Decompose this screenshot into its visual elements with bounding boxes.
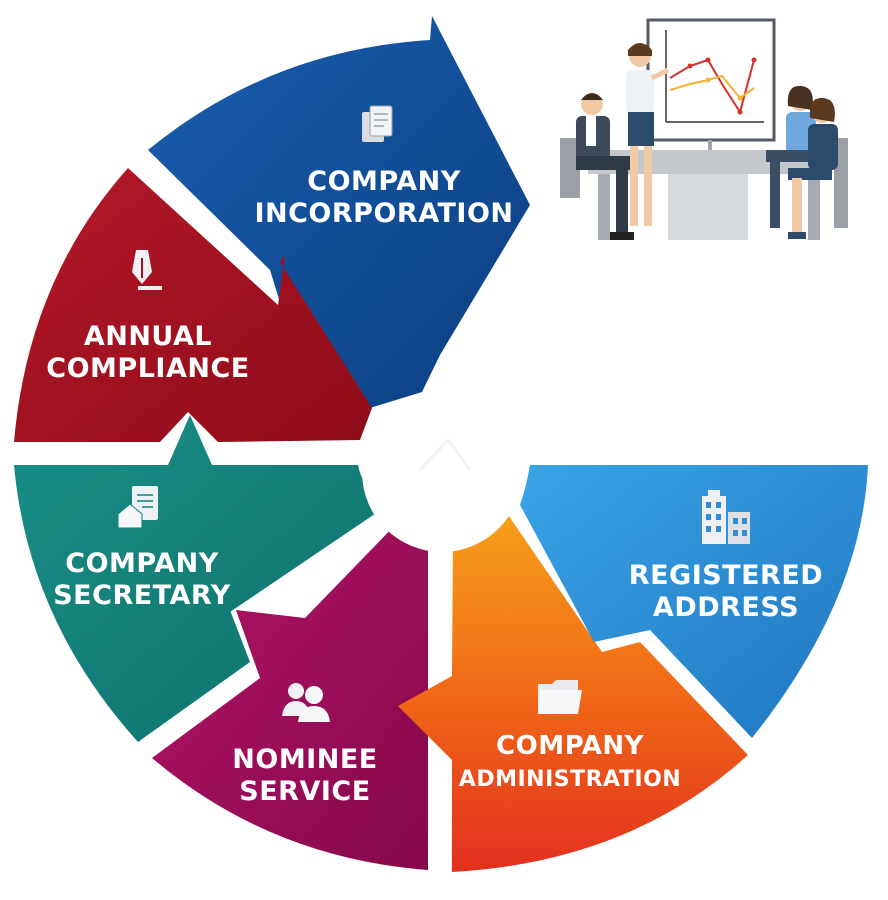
- label-administration-line2: ADMINISTRATION: [459, 767, 681, 792]
- segment-nominee-service: NOMINEE SERVICE: [152, 518, 428, 870]
- seated-women-icon: [766, 85, 848, 239]
- label-incorporation-line1: COMPANY: [307, 166, 461, 197]
- segment-shape-address: [520, 465, 868, 738]
- segment-shape-secretary: [14, 415, 388, 742]
- label-incorporation-line2: INCORPORATION: [254, 198, 513, 229]
- documents-icon: [362, 105, 393, 142]
- label-secretary-line1: COMPANY: [65, 548, 219, 579]
- label-secretary-line2: SECRETARY: [53, 580, 231, 611]
- label-nominee-line1: NOMINEE: [232, 744, 377, 775]
- presentation-board-icon: [646, 18, 776, 240]
- building-icon: [702, 490, 750, 544]
- segment-annual-compliance: ANNUAL COMPLIANCE: [14, 168, 372, 442]
- house-document-icon: [117, 486, 158, 529]
- center-hub-fade-arrow: [418, 437, 472, 472]
- label-compliance-line1: ANNUAL: [84, 321, 212, 352]
- segment-company-administration: COMPANY ADMINISTRATION: [398, 506, 748, 872]
- label-address-line2: ADDRESS: [653, 592, 799, 623]
- segment-shape-compliance: [14, 168, 372, 442]
- label-nominee-line2: SERVICE: [239, 776, 370, 807]
- users-icon: [282, 683, 330, 722]
- label-address-line1: REGISTERED: [629, 560, 823, 591]
- center-hub: [362, 392, 522, 552]
- presenter-person-icon: [626, 43, 670, 226]
- pen-icon: [132, 250, 162, 290]
- label-compliance-line2: COMPLIANCE: [46, 353, 249, 384]
- segment-registered-address: REGISTERED ADDRESS: [520, 465, 868, 738]
- seated-man-icon: [560, 93, 634, 240]
- label-administration-line1: COMPANY: [496, 731, 645, 761]
- segment-company-secretary: COMPANY SECRETARY: [14, 415, 388, 742]
- business-meeting-illustration: [560, 18, 848, 240]
- folder-icon: [538, 680, 582, 714]
- segment-company-incorporation: COMPANY INCORPORATION: [148, 16, 530, 408]
- segment-shape-incorporation: [148, 16, 530, 408]
